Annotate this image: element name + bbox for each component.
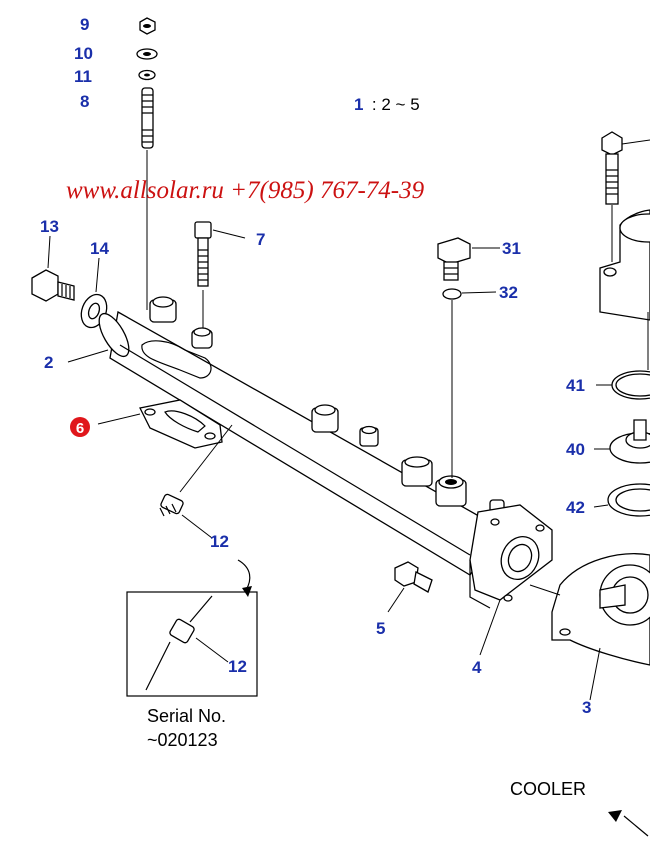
scale-note: 1 : 2 ~ 5 (354, 95, 420, 114)
callout-4[interactable]: 4 (472, 658, 482, 677)
housing-3[interactable] (551, 553, 650, 666)
pipe-boss (191, 327, 213, 349)
callout-3[interactable]: 3 (582, 698, 591, 717)
callout-5[interactable]: 5 (376, 619, 385, 638)
serial-value: ~020123 (147, 730, 218, 750)
gasket-4[interactable] (469, 504, 553, 602)
bolt-5[interactable] (394, 561, 433, 593)
cooler-arrow (608, 810, 649, 837)
callout-14[interactable]: 14 (90, 239, 109, 258)
callout-10[interactable]: 10 (74, 44, 93, 63)
serial-label: Serial No. (147, 706, 226, 726)
gasket-42[interactable] (607, 483, 650, 517)
pipe-boss (311, 404, 339, 433)
callout-41[interactable]: 41 (566, 376, 585, 395)
stud-8[interactable] (141, 87, 154, 149)
callout-12-inset[interactable]: 12 (228, 657, 247, 676)
callout-6-highlight[interactable]: 6 (70, 417, 90, 437)
callout-32[interactable]: 32 (499, 283, 518, 302)
callout-2[interactable]: 2 (44, 353, 53, 372)
callout-6: 6 (76, 420, 84, 437)
callout-42[interactable]: 42 (566, 498, 585, 517)
bolt-31[interactable] (437, 237, 471, 281)
o-ring-32[interactable] (442, 288, 462, 300)
pipe-boss (401, 456, 433, 487)
plug-12[interactable] (159, 493, 184, 517)
pipe-boss (359, 425, 379, 447)
scale-note-number: 1 (354, 95, 363, 114)
watermark: www.allsolar.ru +7(985) 767-74-39 (66, 177, 425, 204)
bolt-13[interactable] (31, 269, 75, 302)
callout-9[interactable]: 9 (80, 15, 89, 34)
thermostat-cover[interactable] (599, 209, 650, 321)
callout-12[interactable]: 12 (210, 532, 229, 551)
bolt-7[interactable] (194, 221, 212, 287)
callout-8[interactable]: 8 (80, 92, 89, 111)
callout-7[interactable]: 7 (256, 230, 265, 249)
pipe-boss (435, 475, 467, 507)
cooler-label: COOLER (510, 779, 586, 799)
pipe-2[interactable] (93, 296, 505, 576)
o-ring-41[interactable] (611, 370, 650, 400)
plug-12-inset[interactable] (145, 595, 213, 691)
washer-10[interactable] (136, 48, 158, 60)
thermostat-40[interactable] (609, 419, 650, 464)
callout-31[interactable]: 31 (502, 239, 521, 258)
nut-9[interactable] (139, 17, 156, 35)
callout-40[interactable]: 40 (566, 440, 585, 459)
bolt-top-right[interactable] (601, 131, 623, 205)
callout-13[interactable]: 13 (40, 217, 59, 236)
pipe-boss (149, 296, 177, 323)
callout-11[interactable]: 11 (74, 67, 92, 86)
lock-washer-11[interactable] (138, 69, 156, 81)
scale-note-text: : 2 ~ 5 (372, 95, 420, 114)
gasket-6[interactable] (139, 399, 223, 449)
serial-inset (126, 591, 258, 697)
